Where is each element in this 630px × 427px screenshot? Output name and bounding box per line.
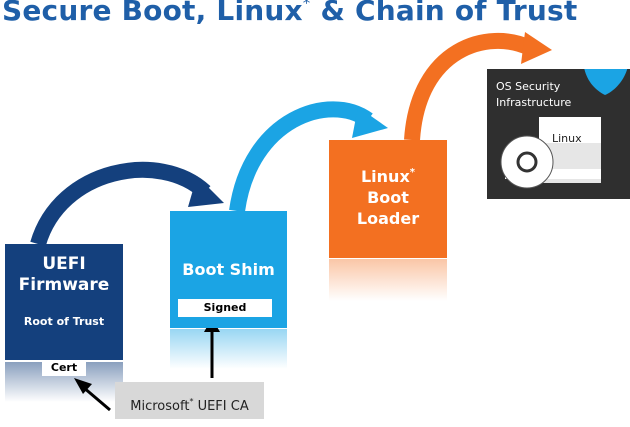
ms-sup: * bbox=[189, 397, 194, 406]
shim-reflection bbox=[170, 329, 287, 369]
disc-ring bbox=[516, 151, 538, 173]
arrowhead-icon bbox=[521, 32, 552, 64]
curved-arrow-icon bbox=[229, 101, 373, 213]
linux-boot-loader-block: Linux* Boot Loader bbox=[329, 140, 447, 258]
os-illustration bbox=[500, 69, 628, 189]
ms-rest: UEFI CA bbox=[193, 399, 249, 414]
uefi-label-line1: UEFI bbox=[42, 254, 86, 274]
shield-icon bbox=[584, 69, 628, 95]
arrowhead-icon bbox=[74, 378, 92, 394]
ms-label: Microsoft bbox=[130, 399, 190, 414]
bootloader-label-line3: Loader bbox=[356, 209, 420, 228]
bootloader-label-line1: Linux* bbox=[329, 167, 447, 186]
bootloader-linux-text: Linux bbox=[360, 167, 410, 186]
cert-tag: Cert bbox=[42, 360, 86, 376]
os-inner-linux-label: Linux bbox=[552, 132, 582, 145]
bootloader-sup: * bbox=[409, 167, 415, 178]
bootloader-label-line2: Boot bbox=[367, 188, 409, 207]
uefi-label-line2: Firmware bbox=[18, 275, 110, 295]
root-of-trust-label: Root of Trust bbox=[23, 315, 105, 328]
title-sup: * bbox=[302, 0, 311, 12]
curved-arrow-icon bbox=[30, 161, 211, 247]
os-label-line2: Infrastructure bbox=[496, 96, 572, 109]
title-rest: & Chain of Trust bbox=[310, 0, 578, 27]
title-main: Secure Boot, Linux bbox=[2, 0, 303, 27]
box-stripe bbox=[505, 169, 601, 179]
diagonal-arrow-icon bbox=[82, 385, 111, 412]
bootloader-reflection bbox=[329, 259, 447, 301]
microsoft-uefi-ca-box: Microsoft* UEFI CA bbox=[115, 382, 264, 419]
software-box-icon bbox=[539, 117, 601, 143]
uefi-firmware-block: UEFI Firmware Root of Trust bbox=[5, 244, 123, 360]
os-security-block: OS Security Infrastructure Linux bbox=[487, 69, 630, 199]
boot-shim-label: Boot Shim bbox=[182, 260, 275, 279]
os-label-line1: OS Security bbox=[496, 80, 561, 93]
page-title: Secure Boot, Linux* & Chain of Trust bbox=[2, 0, 577, 27]
curved-arrow-icon bbox=[404, 33, 534, 141]
arrowhead-icon bbox=[188, 176, 224, 207]
arrowhead-icon bbox=[352, 107, 388, 138]
signed-tag: Signed bbox=[178, 299, 272, 317]
